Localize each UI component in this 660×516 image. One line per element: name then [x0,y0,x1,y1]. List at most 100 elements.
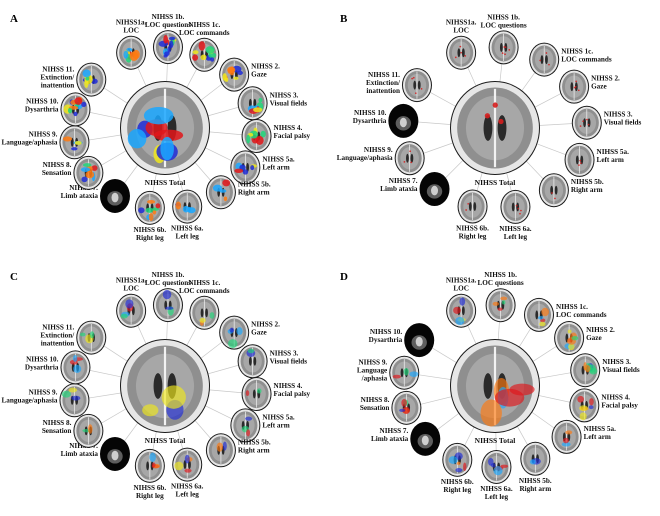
item-brain [394,141,425,176]
item-label: NIHSS 10.Dysarthria [353,109,387,125]
item-brain [172,189,203,224]
item-label: NIHSS 5b.Right arm [571,178,604,194]
item-label: NIHSS 5b.Right arm [238,438,271,454]
item-brain [529,42,560,77]
item-label: NIHSS 9.Language/aphasia [337,146,393,162]
item-label: NIHSS 6b.Right leg [456,225,489,241]
item-label: NIHSS 7.Limb ataxia [380,177,418,193]
item-label: NIHSS 10.Dysarthria [25,355,59,371]
item-brain [241,376,272,411]
item-label: NIHSS 10.Dysarthria [25,97,59,113]
item-label: NIHSS 1c.LOC commands [556,303,607,319]
item-brain [134,190,165,225]
item-label: NIHSS 6b.Right leg [133,484,166,500]
item-label: NIHSS 6a.Left leg [171,225,204,241]
item-brain [99,436,130,471]
item-brain [237,344,268,379]
item-brain [189,295,220,330]
item-label: NIHSS 4.Facial palsy [274,382,311,398]
item-label: NIHSS 4.Facial palsy [601,393,638,409]
item-label: NIHSS 1c.LOC commands [179,279,230,295]
item-brain [230,150,261,185]
item-brain [551,419,582,454]
item-brain [116,35,147,70]
item-label: NIHSS1a.LOC [116,277,147,293]
center-label: NIHSS Total [145,436,186,445]
panel-letter: B [340,13,348,25]
item-label: NIHSS 5a.Left arm [262,413,295,429]
item-brain [152,30,183,65]
item-label: NIHSS1a.LOC [116,19,147,35]
item-label: NIHSS 8.Sensation [42,419,72,435]
item-brain [388,103,419,138]
item-brain [205,175,236,210]
item-brain [241,118,272,153]
item-brain [554,321,585,356]
item-label: NIHSS 3.Visual fields [604,111,642,127]
item-brain [152,288,183,323]
item-brain [488,30,519,65]
item-brain [73,155,104,190]
item-label: NIHSS 2.Gaze [591,75,620,91]
panel-letter: C [10,271,18,283]
item-label: NIHSS 5a.Left arm [262,155,295,171]
item-label: NIHSS 11.Extinction/inattention [40,66,75,90]
item-brain [457,189,488,224]
item-label: NIHSS 8.Sensation [42,161,72,177]
item-brain [205,433,236,468]
item-brain [571,105,602,140]
item-brain [134,448,165,483]
item-label: NIHSS1a.LOC [446,277,477,293]
center-brain [450,81,540,175]
item-label: NIHSS 2.Gaze [586,326,615,342]
item-brain [570,353,601,388]
item-label: NIHSS 6a.Left leg [480,485,513,501]
item-brain [60,350,91,385]
item-brain [389,355,420,390]
item-label: NIHSS 5b.Right arm [519,477,552,493]
item-label: NIHSS 6b.Right leg [133,226,166,242]
item-brain [73,413,104,448]
item-brain [481,449,512,484]
item-label: NIHSS 9.Language/aphasia [357,359,388,383]
item-brain [485,288,516,323]
item-label: NIHSS 6a.Left leg [171,483,204,499]
item-brain [237,86,268,121]
item-label: NIHSS 3.Visual fields [270,349,308,365]
item-label: NIHSS 1c.LOC commands [179,21,230,37]
item-label: NIHSS 7.Limb ataxia [371,427,409,443]
item-brain [172,447,203,482]
item-brain [559,69,590,104]
item-brain [59,383,90,418]
item-label: NIHSS 3.Visual fields [602,358,640,374]
item-label: NIHSS 4.Facial palsy [274,124,311,140]
item-brain [410,421,441,456]
item-brain [419,172,450,207]
item-brain [391,390,422,425]
item-brain [219,315,250,350]
item-label: NIHSS1a.LOC [446,19,477,35]
item-label: NIHSS 6b.Right leg [441,478,474,494]
item-label: NIHSS 1b.LOC questions [481,13,527,29]
item-brain [99,178,130,213]
item-label: NIHSS 11.Extinction/inattention [366,71,401,95]
item-brain [569,388,600,423]
item-label: NIHSS 1b.LOC questions [478,271,524,287]
item-brain [116,293,147,328]
item-label: NIHSS 6a.Left leg [499,225,532,241]
item-brain [520,441,551,476]
item-label: NIHSS 5a.Left arm [584,425,617,441]
item-brain [401,68,432,103]
item-label: NIHSS 11.Extinction/inattention [40,324,75,348]
item-brain [564,142,595,177]
item-brain [60,92,91,127]
item-brain [442,442,473,477]
item-brain [59,125,90,160]
item-label: NIHSS 5a.Left arm [597,148,630,164]
item-label: NIHSS 8.Sensation [360,396,390,412]
